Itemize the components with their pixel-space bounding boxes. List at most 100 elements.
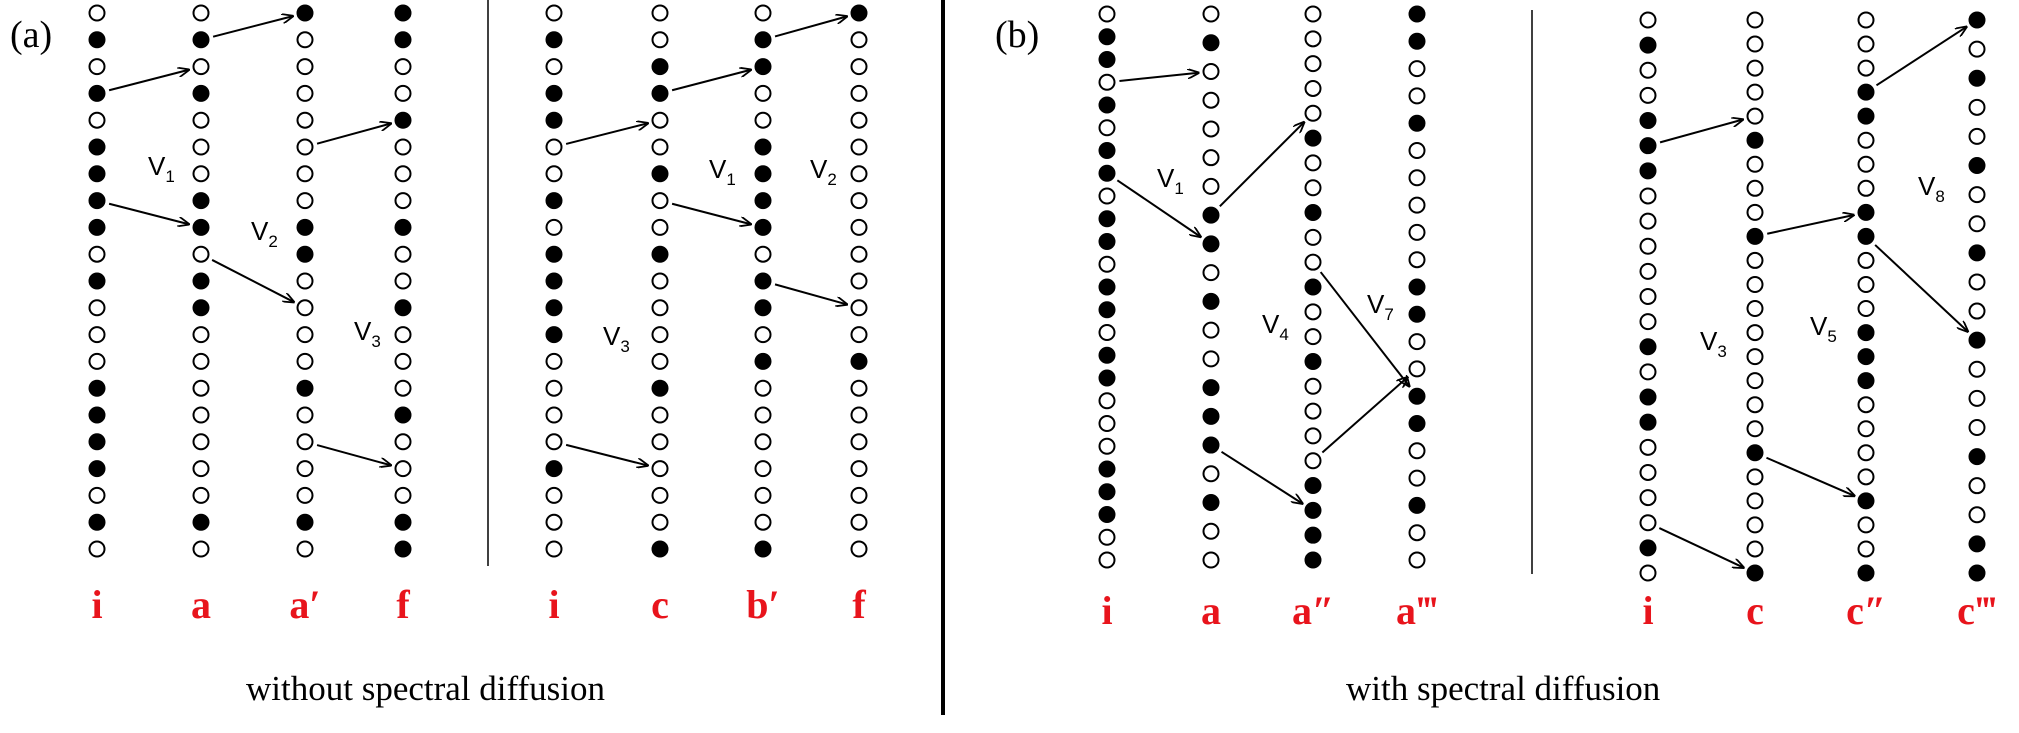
empty-level (850, 406, 868, 424)
empty-level (296, 84, 314, 102)
occupied-level (1968, 535, 1986, 553)
interaction-label: V3 (1700, 326, 1727, 361)
empty-level (88, 486, 106, 504)
occupied-level (1408, 387, 1426, 405)
empty-level (545, 433, 563, 451)
empty-level (296, 540, 314, 558)
occupied-level (754, 138, 772, 156)
empty-level (192, 58, 210, 76)
empty-level (1408, 469, 1426, 487)
occupied-level (1098, 369, 1116, 387)
transition-arrow (1319, 271, 1410, 386)
level-column (192, 4, 210, 558)
empty-level (1408, 87, 1426, 105)
occupied-level (1857, 324, 1875, 342)
empty-level (1304, 154, 1322, 172)
empty-level (192, 165, 210, 183)
empty-level (1304, 5, 1322, 23)
occupied-level (1639, 162, 1657, 180)
level-column (545, 4, 563, 558)
occupied-level (192, 84, 210, 102)
empty-level (1968, 418, 1986, 436)
occupied-level (754, 165, 772, 183)
empty-level (1639, 61, 1657, 79)
empty-level (88, 540, 106, 558)
transition-arrow (1658, 527, 1743, 568)
empty-level (192, 4, 210, 22)
empty-level (1202, 5, 1220, 23)
occupied-level (1857, 83, 1875, 101)
empty-level (1857, 396, 1875, 414)
empty-level (296, 138, 314, 156)
empty-level (754, 111, 772, 129)
occupied-level (394, 111, 412, 129)
empty-level (1746, 396, 1764, 414)
empty-level (1746, 83, 1764, 101)
occupied-level (1408, 415, 1426, 432)
empty-level (850, 84, 868, 102)
level-column (1408, 5, 1426, 569)
occupied-level (1408, 5, 1426, 23)
empty-level (1968, 302, 1986, 320)
transition-arrow (108, 202, 189, 225)
empty-level (545, 352, 563, 370)
empty-level (192, 433, 210, 451)
occupied-level (192, 31, 210, 49)
occupied-level (651, 540, 669, 558)
occupied-level (1857, 492, 1875, 510)
empty-level (1639, 514, 1657, 532)
occupied-level (1098, 96, 1116, 114)
empty-level (1202, 321, 1220, 339)
empty-level (1098, 119, 1116, 137)
level-column (1304, 5, 1322, 569)
empty-level (651, 272, 669, 290)
empty-level (1408, 360, 1426, 378)
empty-level (1202, 120, 1220, 138)
occupied-level (651, 245, 669, 263)
empty-level (1746, 59, 1764, 77)
interaction-label: V1 (709, 154, 736, 189)
column-label: c″ (1846, 588, 1886, 633)
occupied-level (754, 218, 772, 236)
empty-level (1857, 540, 1875, 558)
empty-level (850, 138, 868, 156)
empty-level (1746, 155, 1764, 173)
empty-level (1098, 551, 1116, 569)
column-label: a (191, 582, 211, 627)
occupied-level (394, 31, 412, 49)
transition-arrow (774, 283, 847, 304)
occupied-level (1857, 203, 1875, 221)
empty-level (394, 138, 412, 156)
occupied-level (1408, 114, 1426, 132)
empty-level (394, 245, 412, 263)
occupied-level (88, 513, 106, 531)
transition-arrow (316, 444, 391, 465)
empty-level (850, 58, 868, 76)
occupied-level (651, 165, 669, 183)
column-label: f (396, 582, 410, 627)
empty-level (1857, 468, 1875, 486)
occupied-level (1304, 129, 1322, 147)
occupied-level (1304, 551, 1322, 569)
empty-level (1746, 348, 1764, 366)
empty-level (1408, 223, 1426, 241)
empty-level (1746, 540, 1764, 558)
empty-level (850, 486, 868, 504)
occupied-level (754, 540, 772, 558)
occupied-level (88, 165, 106, 183)
empty-level (1098, 415, 1116, 432)
empty-level (88, 111, 106, 129)
level-column (850, 4, 868, 558)
occupied-level (88, 433, 106, 451)
occupied-level (1968, 331, 1986, 349)
empty-level (850, 513, 868, 531)
empty-level (1746, 275, 1764, 293)
interaction-label: V5 (1810, 311, 1837, 346)
occupied-level (1098, 460, 1116, 478)
level-column (754, 4, 772, 558)
occupied-level (545, 460, 563, 478)
occupied-level (88, 406, 106, 424)
occupied-level (1408, 32, 1426, 50)
